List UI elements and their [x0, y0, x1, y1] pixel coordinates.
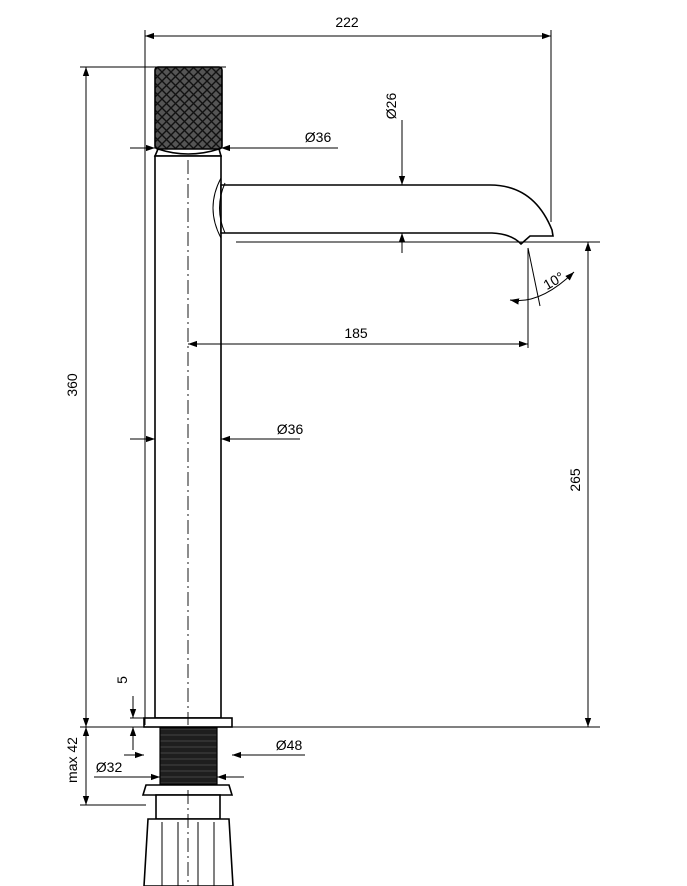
label-max-countertop: max 42 — [64, 737, 80, 783]
knurled-handle — [154, 66, 223, 150]
label-handle-diameter: Ø36 — [305, 129, 332, 145]
dimension-lines — [82, 32, 592, 805]
label-spout-angle: 10° — [540, 268, 566, 292]
label-base-thickness: 5 — [114, 676, 130, 684]
label-body-diameter: Ø36 — [277, 421, 304, 437]
handle-collar — [153, 147, 223, 157]
label-overall-height: 360 — [64, 373, 80, 397]
label-spout-height: 265 — [567, 468, 583, 492]
spout-junction-inner — [219, 182, 226, 234]
label-base-diameter: Ø48 — [276, 737, 303, 753]
threaded-shank — [159, 727, 218, 785]
extension-lines — [80, 30, 600, 806]
connector-nut — [143, 818, 234, 886]
angle-arc — [509, 271, 575, 305]
dimension-labels: 222 Ø26 Ø36 10° 185 Ø36 360 265 5 max 42… — [64, 14, 583, 783]
faucet-outline — [141, 66, 554, 886]
label-spout-reach: 185 — [344, 325, 368, 341]
label-spout-diameter: Ø26 — [383, 93, 399, 120]
spout-junction — [212, 177, 222, 239]
label-overall-width: 222 — [335, 14, 359, 30]
lower-nut — [141, 784, 234, 796]
angle-ref-line — [527, 247, 541, 307]
connector-flutes — [161, 822, 215, 886]
spout — [220, 184, 554, 246]
label-shank-diameter: Ø32 — [96, 759, 123, 775]
